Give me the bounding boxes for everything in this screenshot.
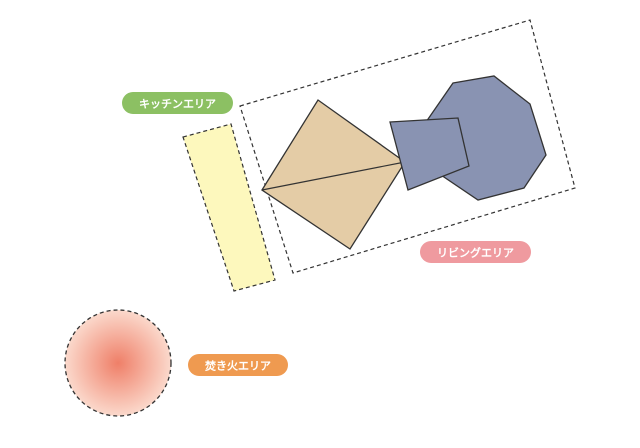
living-label-bg bbox=[420, 241, 531, 263]
tan-square-shape bbox=[261, 99, 406, 250]
campfire-area-label: 焚き火エリア bbox=[188, 354, 288, 376]
kitchen-area-label: キッチンエリア bbox=[122, 92, 233, 114]
living-area-boundary bbox=[239, 19, 576, 274]
campfire-label-bg bbox=[188, 354, 288, 376]
living-label-text: リビングエリア bbox=[437, 246, 514, 260]
tan-square-diagonal bbox=[261, 161, 406, 191]
campfire-label-text: 焚き火エリア bbox=[204, 359, 271, 373]
living-area-label: リビングエリア bbox=[420, 241, 531, 263]
kitchen-counter bbox=[182, 123, 276, 292]
kitchen-label-bg bbox=[122, 92, 233, 114]
campfire-circle bbox=[64, 309, 172, 417]
kitchen-label-text: キッチンエリア bbox=[139, 98, 216, 111]
blue-gray-quad bbox=[389, 117, 470, 191]
